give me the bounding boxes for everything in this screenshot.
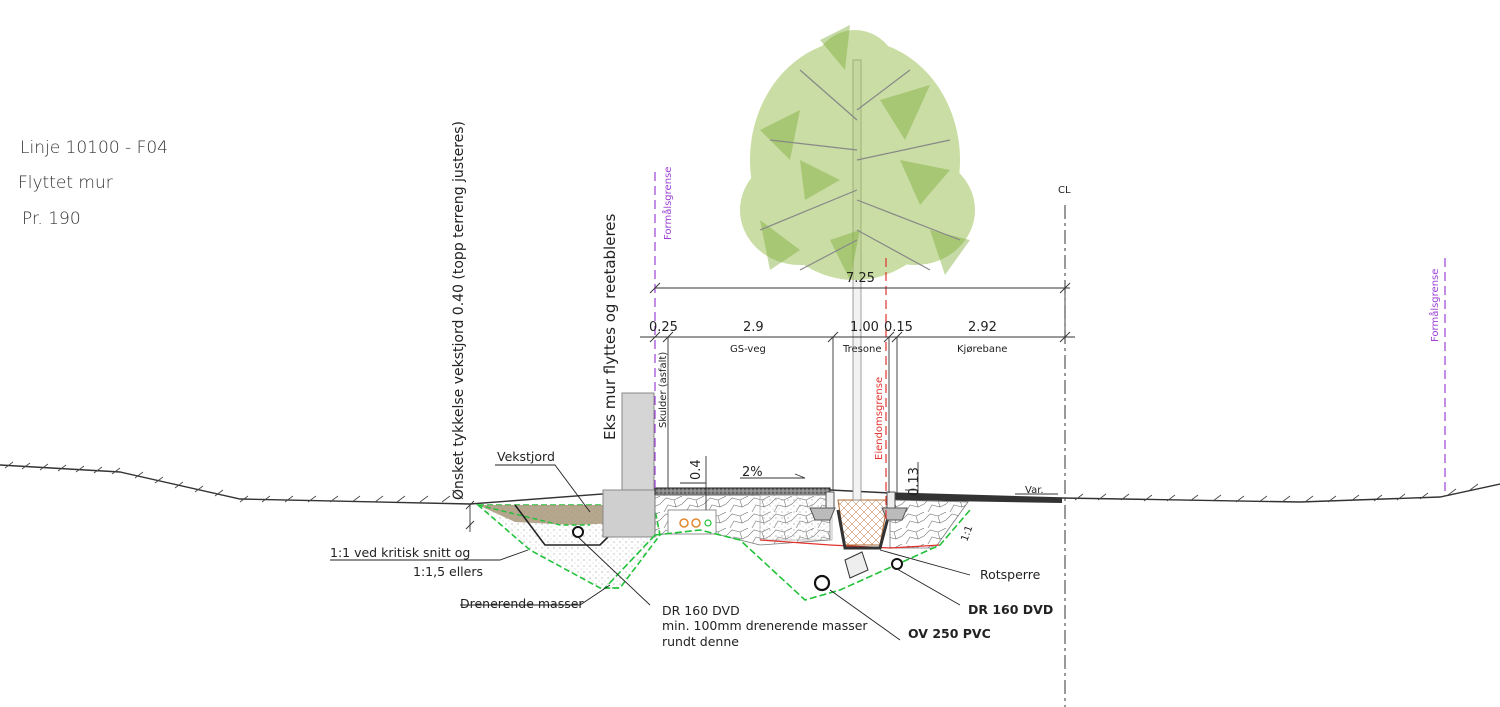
slope-label: 1:1 [959, 524, 975, 543]
header-line-3: Pr. 190 [22, 209, 81, 229]
road-structure [654, 487, 1062, 549]
drainage-outline-green [654, 509, 971, 601]
wall-note-label: Eks mur flyttes og reetableres [601, 213, 619, 440]
slope-note-2: 1:1,5 ellers [413, 564, 483, 579]
dim-29: 2.9 [743, 320, 764, 335]
tree-pit [809, 491, 908, 550]
centerline-label: CL [1058, 185, 1071, 196]
ov-pipe-label: OV 250 PVC [908, 626, 991, 641]
slope-note-1: 1:1 ved kritisk snitt og [330, 545, 470, 560]
growing-soil-thickness-label: Ønsket tykkelse vekstjord 0.40 (topp ter… [451, 121, 467, 500]
tree-illustration [740, 25, 975, 501]
dr-left-line-1: DR 160 DVD [662, 603, 740, 618]
dr-left-line-2: min. 100mm drenerende masser [662, 618, 868, 633]
ov-pipe-icon [813, 574, 831, 592]
dim-100: 1.00 [850, 320, 879, 335]
zone-tresone: Tresone [842, 344, 882, 355]
zone-gs-veg: GS-veg [730, 344, 766, 355]
var-label: Var. [1025, 485, 1044, 496]
vekstjord-label: Vekstjord [497, 449, 555, 464]
header-line-2: Flyttet mur [18, 173, 113, 193]
grade-label: 2% [742, 465, 763, 480]
dr-pipe-left-icon [572, 526, 584, 538]
dim-025: 0.25 [649, 320, 678, 335]
dr-right-label: DR 160 DVD [968, 602, 1053, 617]
shoulder-label: Skulder (asfalt) [658, 352, 669, 428]
dim-292: 2.92 [968, 320, 997, 335]
boundary-label-left: Formålsgrense [661, 167, 674, 240]
leader-lines [330, 464, 971, 641]
dimension-lines [465, 282, 1075, 532]
dim-015: 0.15 [884, 320, 913, 335]
dim-total: 7.25 [846, 271, 875, 286]
zone-kjorebane: Kjørebane [957, 344, 1007, 355]
dim-depth-right: 0.13 [907, 467, 922, 496]
header-line-1: Linje 10100 - F04 [20, 138, 168, 158]
dr-pipe-right-icon [891, 558, 903, 570]
boundary-label-right: Formålsgrense [1428, 269, 1441, 342]
drenerende-label: Drenerende masser [460, 596, 584, 611]
dr-left-line-3: rundt denne [662, 634, 739, 649]
dim-depth-left: 0.4 [689, 459, 704, 480]
retaining-wall [602, 392, 656, 538]
rotsperre-label: Rotsperre [980, 567, 1041, 582]
property-boundary-label: Eiendomsgrense [874, 377, 885, 460]
